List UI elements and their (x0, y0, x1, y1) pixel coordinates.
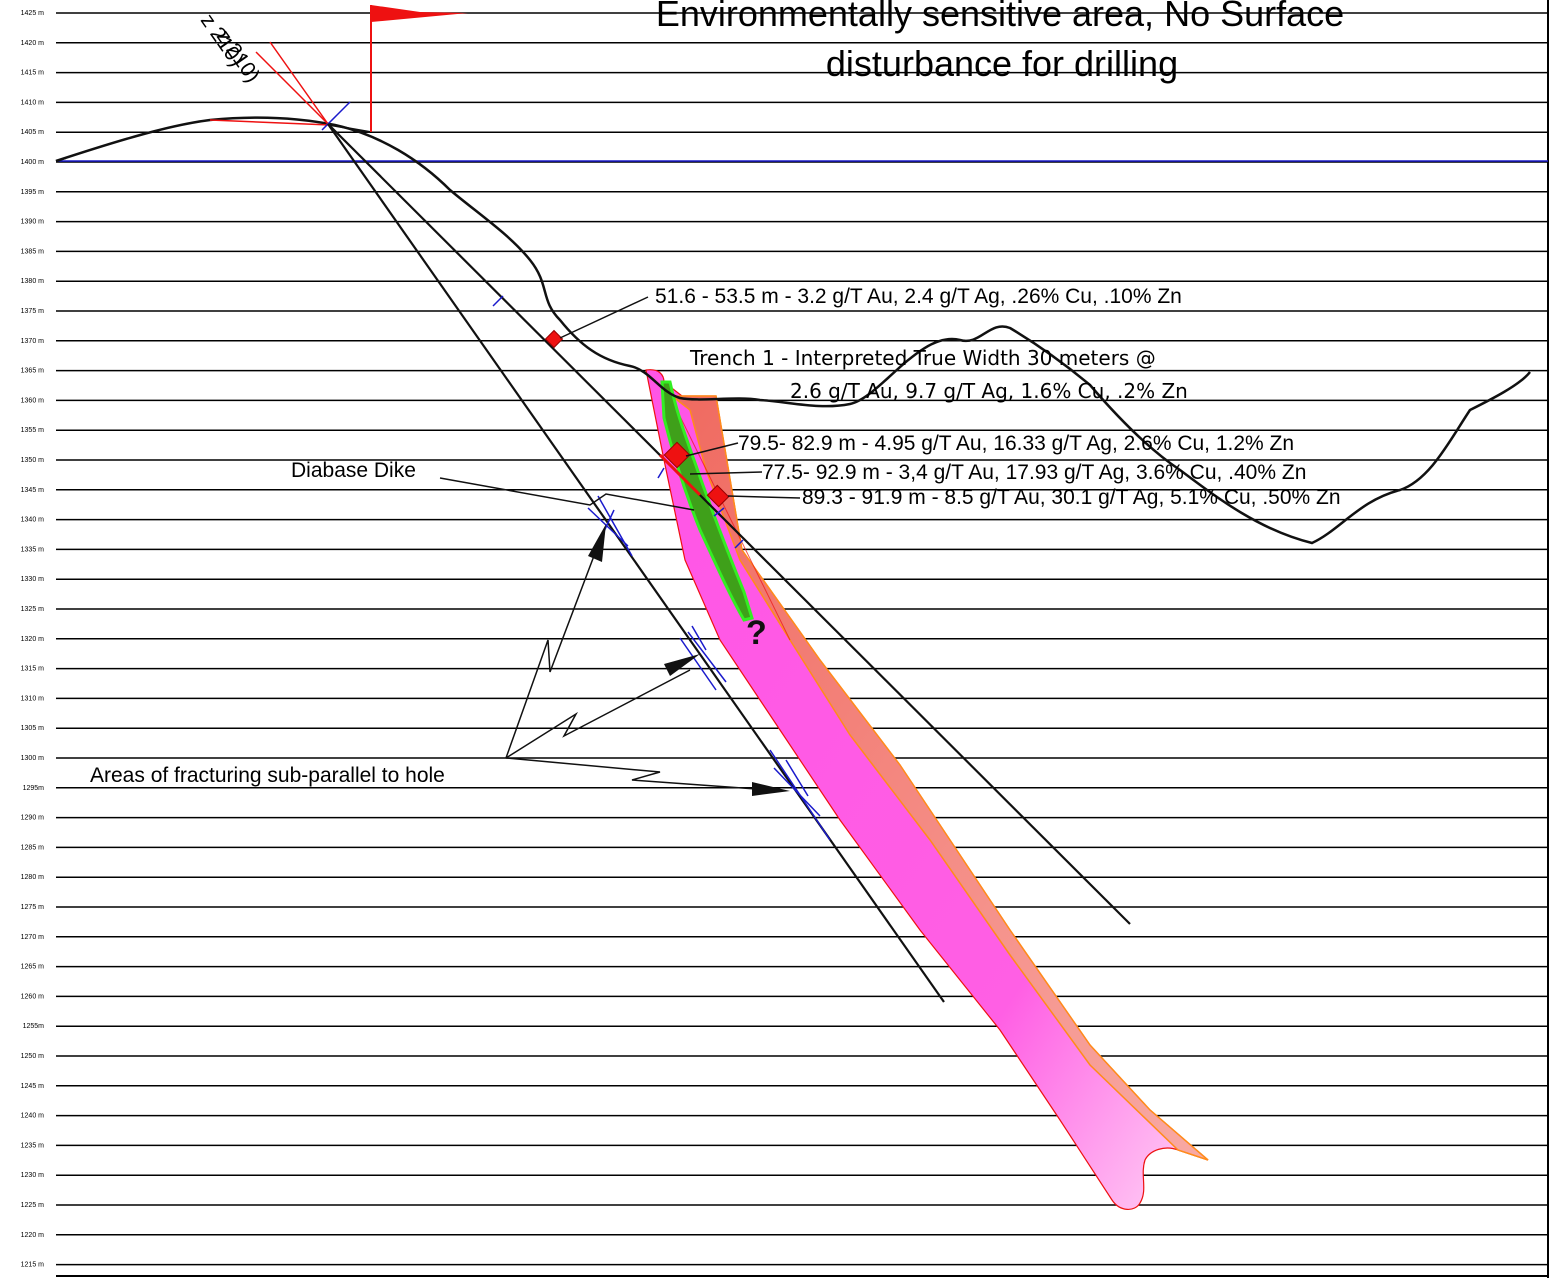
drill-hole-2 (327, 123, 1131, 925)
drill-hole-1 (327, 123, 945, 1003)
intercept-marker-2 (663, 441, 691, 469)
fracture-arrowheads (588, 524, 790, 796)
elevation-label: 1385 m (21, 248, 45, 255)
surface-topography (55, 116, 1531, 545)
elevation-label: 1425 m (21, 10, 45, 17)
question-mark: ? (746, 614, 767, 652)
intercept-label-4: 89.3 - 91.9 m - 8.5 g/T Au, 30.1 g/T Ag,… (802, 486, 1341, 509)
elevation-label: 1260 m (21, 993, 45, 1000)
elevation-label: 1335 m (21, 546, 45, 553)
elevation-label: 1365 m (21, 368, 45, 375)
elevation-label: 1375 m (21, 308, 45, 315)
elevation-label: 1250 m (21, 1053, 45, 1060)
elevation-label: 1310 m (21, 695, 45, 702)
elevation-label: 1230 m (21, 1172, 45, 1179)
title-line-1: Environmentally sensitive area, No Surfa… (656, 0, 1344, 34)
elevation-label: 1235 m (21, 1142, 45, 1149)
flag-icon (371, 5, 468, 22)
collar-tick (321, 101, 351, 131)
trench-label-line-1: Trench 1 - Interpreted True Width 30 met… (689, 346, 1156, 370)
fracture-zone-2 (679, 625, 727, 691)
fracture-zone-3 (769, 749, 831, 841)
elevation-label: 1370 m (21, 338, 45, 345)
intercept-label-3: 77.5- 92.9 m - 3,4 g/T Au, 17.93 g/T Ag,… (762, 461, 1306, 484)
elevation-label: 1405 m (21, 129, 45, 136)
fracture-label: Areas of fracturing sub-parallel to hole (90, 764, 445, 787)
elevation-label: 1320 m (21, 636, 45, 643)
hole-trace-red-b (269, 41, 329, 125)
mineralized-zone-salmon (669, 395, 1209, 1161)
elevation-label: 1240 m (21, 1113, 45, 1120)
elevation-label: 1305 m (21, 725, 45, 732)
elevation-label: 1290 m (21, 815, 45, 822)
zone-internal-contact (671, 399, 791, 641)
elevation-label: 1300 m (21, 755, 45, 762)
intercept-label-1: 51.6 - 53.5 m - 3.2 g/T Au, 2.4 g/T Ag, … (655, 285, 1182, 308)
elevation-label: 1295m (23, 785, 45, 792)
dike-label: Diabase Dike (291, 459, 416, 482)
elevation-label: 1285 m (21, 844, 45, 851)
title-line-2: disturbance for drilling (826, 43, 1178, 84)
elevation-label: 1330 m (21, 576, 45, 583)
elevation-label: 1220 m (21, 1232, 45, 1239)
elevation-label: 1410 m (21, 99, 45, 106)
elevation-label: 1345 m (21, 487, 45, 494)
elevation-label: 1340 m (21, 517, 45, 524)
elevation-label: 1215 m (21, 1262, 45, 1269)
elevation-label: 1315 m (21, 666, 45, 673)
trench-label-line-2: 2.6 g/T Au, 9.7 g/T Ag, 1.6% Cu, .2% Zn (790, 379, 1188, 403)
elevation-label: 1325 m (21, 606, 45, 613)
intercept-marker-3 (706, 484, 730, 508)
elevation-label: 1355 m (21, 427, 45, 434)
elevation-label: 1350 m (21, 457, 45, 464)
elevation-label: 1265 m (21, 964, 45, 971)
elevation-label: 1280 m (21, 874, 45, 881)
intercept-label-2: 79.5- 82.9 m - 4.95 g/T Au, 16.33 g/T Ag… (738, 432, 1294, 455)
elevation-label: 1255m (23, 1023, 45, 1030)
elevation-grid: 1425 m 1420 m 1415 m 1410 m 1405 m 1400 m 1395… (21, 10, 1548, 1277)
elevation-label: 1400 m (21, 159, 45, 166)
intercept-leaders (559, 296, 801, 499)
elevation-label: 1245 m (21, 1083, 45, 1090)
hole-trace-red-a (255, 51, 329, 125)
dike-leader (439, 477, 695, 511)
elevation-label: 1225 m (21, 1202, 45, 1209)
fracture-leaders (505, 539, 771, 791)
elevation-label: 1270 m (21, 934, 45, 941)
pad-outline (209, 119, 331, 126)
elevation-label: 1415 m (21, 70, 45, 77)
elevation-label: 1420 m (21, 40, 45, 47)
elevation-label: 1360 m (21, 397, 45, 404)
elevation-label: 1390 m (21, 219, 45, 226)
elevation-label: 1275 m (21, 904, 45, 911)
elevation-label: 1380 m (21, 278, 45, 285)
elevation-label: 1395 m (21, 189, 45, 196)
intercept-marker-1 (544, 329, 564, 349)
hole-ticks (492, 295, 744, 549)
